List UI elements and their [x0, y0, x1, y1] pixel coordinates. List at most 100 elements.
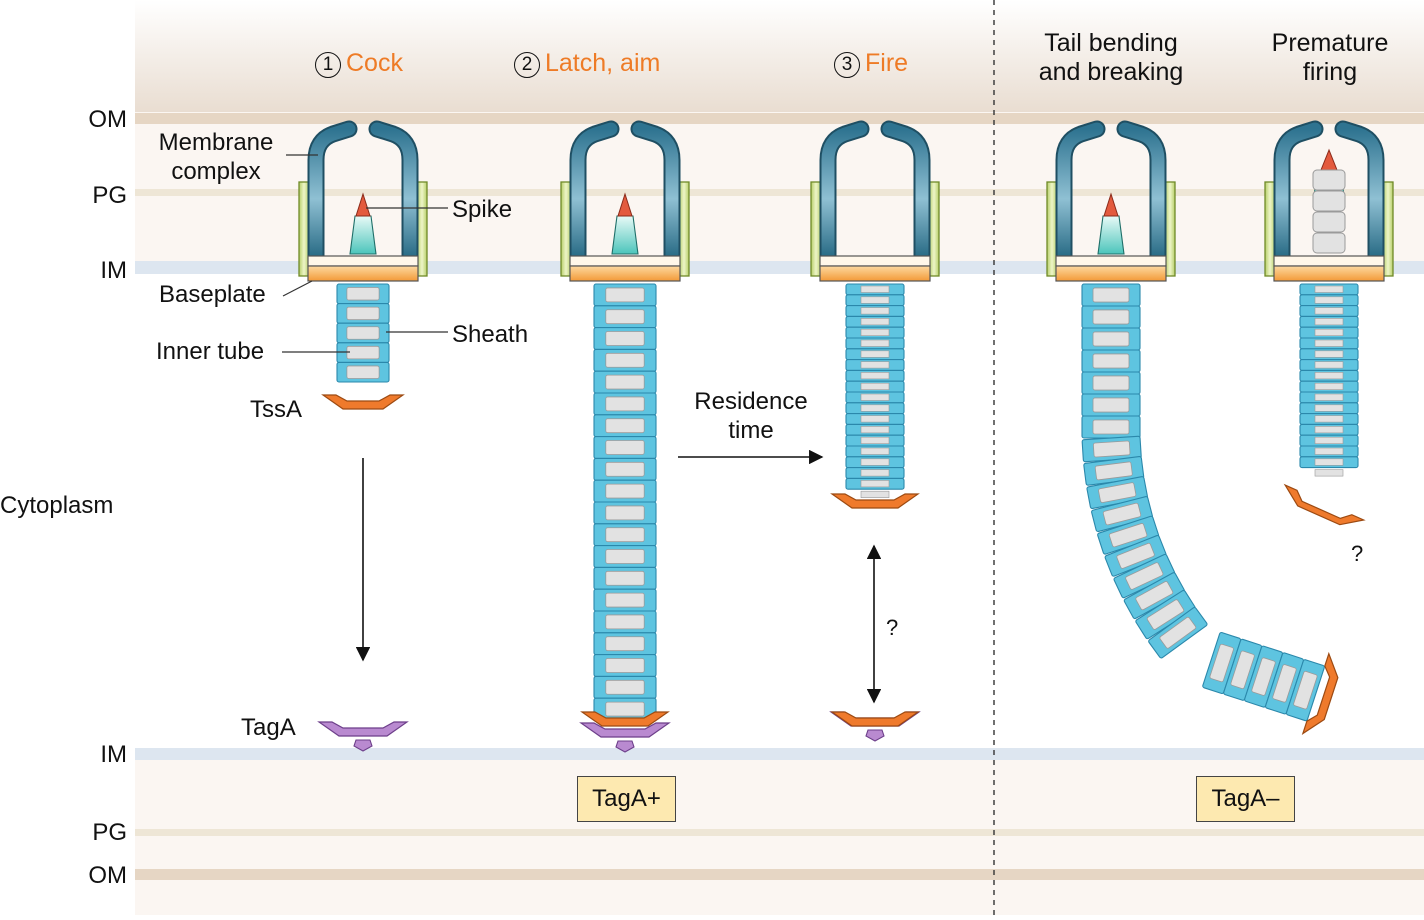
label-spike: Spike — [452, 196, 513, 223]
inner-tube-segment — [605, 636, 645, 652]
inner-tube-segment — [860, 436, 890, 445]
inner-tube-segment — [605, 331, 645, 346]
inner-tube-segment — [1314, 447, 1344, 455]
pg-top-band — [135, 189, 1424, 196]
membrane-complex-left — [1275, 122, 1322, 263]
inner-tube-segment — [860, 447, 890, 455]
inner-tube-segment — [1312, 232, 1346, 254]
inner-tube-segment — [860, 415, 890, 423]
stage-name-cock: Cock — [346, 49, 403, 77]
title-tail-bending-line1: Tail bending — [1044, 29, 1178, 57]
taga-plus-box: TagA+ — [577, 776, 676, 822]
title-premature-line1: Premature — [1271, 29, 1389, 57]
inner-tube-segment — [605, 505, 645, 521]
inner-tube-segment — [605, 570, 645, 586]
inner-tube-segment — [1314, 339, 1344, 347]
label-membrane-line1: Membrane — [158, 129, 274, 156]
inner-tube-segment — [860, 426, 890, 434]
inner-tube-segment — [1146, 599, 1185, 630]
inner-tube-segment — [605, 287, 645, 303]
broken-tail-piece — [1202, 631, 1339, 735]
membrane-complex-right — [882, 122, 929, 263]
membrane-complex-right — [1336, 122, 1383, 263]
inner-tube-segment — [605, 396, 645, 412]
inner-tube-segment — [1125, 562, 1164, 590]
inner-tube-segment — [1094, 461, 1133, 481]
inner-tube-segment — [1314, 404, 1344, 412]
layer-om-bottom: OM — [88, 862, 127, 889]
stage-number-3: 3 — [834, 52, 860, 78]
taga-minus-box: TagA– — [1196, 776, 1295, 822]
inner-tube-segment — [605, 418, 645, 434]
inner-tube-segment — [860, 382, 890, 391]
inner-tube-segment — [1312, 169, 1346, 191]
baseplate-top — [569, 255, 681, 267]
baseplate — [307, 265, 419, 282]
label-residence-line1: Residence — [694, 388, 808, 415]
inner-tube-segment — [1092, 309, 1130, 325]
inner-tube-segment — [605, 658, 645, 673]
inner-tube-segment — [1312, 211, 1346, 233]
inner-tube-segment — [605, 483, 645, 499]
sheath-ring-bent — [1081, 435, 1142, 463]
taga — [579, 722, 671, 738]
spike-tip — [355, 192, 371, 217]
inner-tube-segment — [346, 365, 380, 379]
inner-tube-segment — [605, 440, 645, 455]
membrane-complex-left — [1057, 122, 1104, 263]
inner-tube-segment — [860, 458, 890, 466]
inner-tube-segment — [605, 352, 645, 368]
inner-tube-segment — [1293, 671, 1318, 710]
layer-im-bottom: IM — [100, 741, 127, 768]
outside-gradient — [135, 0, 1424, 112]
tssa — [830, 711, 920, 727]
inner-tube-segment — [860, 318, 890, 326]
tssa — [1301, 651, 1339, 735]
baseplate — [569, 265, 681, 282]
inner-tube-segment — [1108, 523, 1148, 548]
stage-number-2: 2 — [514, 52, 540, 78]
inner-tube-segment — [1092, 353, 1130, 369]
stage-name-latch: Latch, aim — [545, 49, 661, 77]
inner-tube-segment — [1314, 382, 1344, 391]
inner-tube-segment — [1314, 458, 1344, 466]
inner-tube-segment — [860, 404, 890, 412]
inner-tube-segment — [1314, 415, 1344, 423]
inner-tube-segment — [860, 350, 890, 358]
inner-tube-segment — [605, 679, 645, 695]
inner-tube-segment — [860, 296, 890, 304]
inner-tube-segment — [1314, 328, 1344, 337]
inner-tube-segment — [605, 701, 645, 717]
taga-anchor — [865, 729, 885, 742]
inner-tube-segment — [346, 345, 380, 360]
tssa — [321, 394, 405, 410]
sheath-ring-bent — [1148, 607, 1208, 659]
taga-anchor — [353, 739, 373, 752]
inner-tube-segment — [1092, 397, 1130, 413]
label-baseplate: Baseplate — [159, 281, 266, 308]
baseplate-top — [1055, 255, 1167, 267]
label-inner-tube: Inner tube — [156, 338, 265, 365]
sheath-ring-bent — [1083, 456, 1145, 486]
inner-tube-segment — [860, 328, 890, 337]
inner-tube-segment — [1116, 542, 1155, 569]
question-mark-distance: ? — [886, 615, 899, 640]
inner-tube-segment — [860, 372, 890, 380]
membrane-complex-left — [571, 122, 618, 263]
baseplate — [1055, 265, 1167, 282]
stage-name-fire: Fire — [865, 49, 909, 77]
question-mark-premature: ? — [1351, 541, 1364, 566]
inner-tube-segment — [860, 339, 890, 347]
label-membrane-line2: complex — [171, 158, 261, 185]
membrane-complex-right — [1118, 122, 1165, 263]
inner-tube-segment — [1314, 285, 1344, 293]
inner-tube-segment — [1093, 440, 1131, 458]
membrane-complex-left — [309, 122, 356, 263]
inner-tube-segment — [860, 361, 890, 369]
spike — [1097, 215, 1125, 255]
spike — [349, 215, 377, 255]
inner-tube-segment — [346, 306, 380, 321]
inner-tube-segment — [1314, 469, 1344, 477]
